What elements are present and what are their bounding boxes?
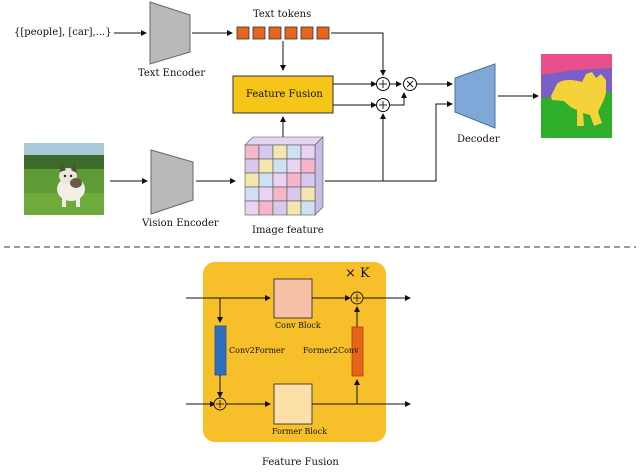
feature-cell xyxy=(272,144,288,160)
feature-cell xyxy=(244,158,260,174)
feature-cell xyxy=(272,200,288,216)
feature-cell xyxy=(258,186,274,202)
photo-kitten-ear-right xyxy=(71,163,77,173)
photo-kitten-leg-a xyxy=(62,197,66,207)
image-feature-label: Image feature xyxy=(252,225,324,236)
photo-kitten-eye-right xyxy=(69,174,73,178)
text-token xyxy=(284,26,298,40)
text-encoder-shape xyxy=(149,1,191,65)
multiply-node-glyph-b xyxy=(406,80,414,88)
feature-cell xyxy=(300,200,316,216)
image-feature-cube xyxy=(244,136,324,216)
feature-fusion-box xyxy=(232,75,334,114)
text-token xyxy=(236,26,250,40)
feature-cell xyxy=(244,186,260,202)
feature-cell xyxy=(286,158,302,174)
photo-kitten-leg-b xyxy=(76,197,80,207)
former-block-label: Former Block xyxy=(272,427,328,436)
feature-cell xyxy=(258,158,274,174)
text-token xyxy=(268,26,282,40)
feature-cell xyxy=(244,200,260,216)
feature-cell xyxy=(272,158,288,174)
feature-cell xyxy=(300,172,316,188)
feature-cell xyxy=(244,172,260,188)
text-tokens-row xyxy=(236,26,330,40)
feature-fusion-panel xyxy=(203,262,386,442)
feature-cell xyxy=(300,144,316,160)
feature-cell xyxy=(286,186,302,202)
segmentation-output xyxy=(541,54,612,138)
text-encoder-label: Text Encoder xyxy=(138,68,206,79)
feature-cube-top xyxy=(244,136,324,146)
input-text-label: {[people], [car],...} xyxy=(14,27,112,38)
arrow-feature-to-plus-bottom xyxy=(325,113,386,182)
repeat-k-label: × K xyxy=(345,266,370,281)
conv-block-label: Conv Block xyxy=(275,321,321,330)
arrow-plus-bottom-to-multiply xyxy=(390,92,407,106)
conv2former-bar xyxy=(214,325,227,376)
photo-trees xyxy=(24,155,104,171)
feature-fusion-caption: Feature Fusion xyxy=(262,457,339,468)
text-tokens-label: Text tokens xyxy=(253,9,312,20)
feature-cell xyxy=(300,158,316,174)
feature-cell xyxy=(258,144,274,160)
arrow-tokens-to-plus-top xyxy=(331,32,386,76)
feature-cell xyxy=(286,144,302,160)
kitten-photo-illustration xyxy=(24,143,104,215)
input-image xyxy=(24,143,104,215)
text-token xyxy=(316,26,330,40)
vision-encoder-label: Vision Encoder xyxy=(142,218,219,229)
seg-cat-region xyxy=(551,72,606,126)
text-token xyxy=(252,26,266,40)
former2conv-label: Former2Conv xyxy=(303,346,359,355)
text-token xyxy=(300,26,314,40)
photo-kitten-patch xyxy=(70,178,82,188)
feature-cell xyxy=(286,172,302,188)
feature-cell xyxy=(286,200,302,216)
decoder-label: Decoder xyxy=(457,134,500,145)
feature-cube-side xyxy=(314,136,324,216)
conv2former-label: Conv2Former xyxy=(229,346,285,355)
arrow-feature-to-decoder xyxy=(383,101,453,182)
feature-cell xyxy=(258,172,274,188)
decoder-shape xyxy=(454,63,496,129)
feature-cell xyxy=(300,186,316,202)
former-block xyxy=(273,383,313,425)
vision-encoder-shape xyxy=(150,149,194,215)
feature-cell xyxy=(244,144,260,160)
photo-kitten-ear-left xyxy=(60,163,66,172)
feature-cell xyxy=(272,172,288,188)
feature-cell xyxy=(258,200,274,216)
feature-cell xyxy=(272,186,288,202)
feature-fusion-box-label: Feature Fusion xyxy=(246,89,323,100)
photo-kitten-eye-left xyxy=(63,174,67,178)
conv-block xyxy=(273,278,313,319)
